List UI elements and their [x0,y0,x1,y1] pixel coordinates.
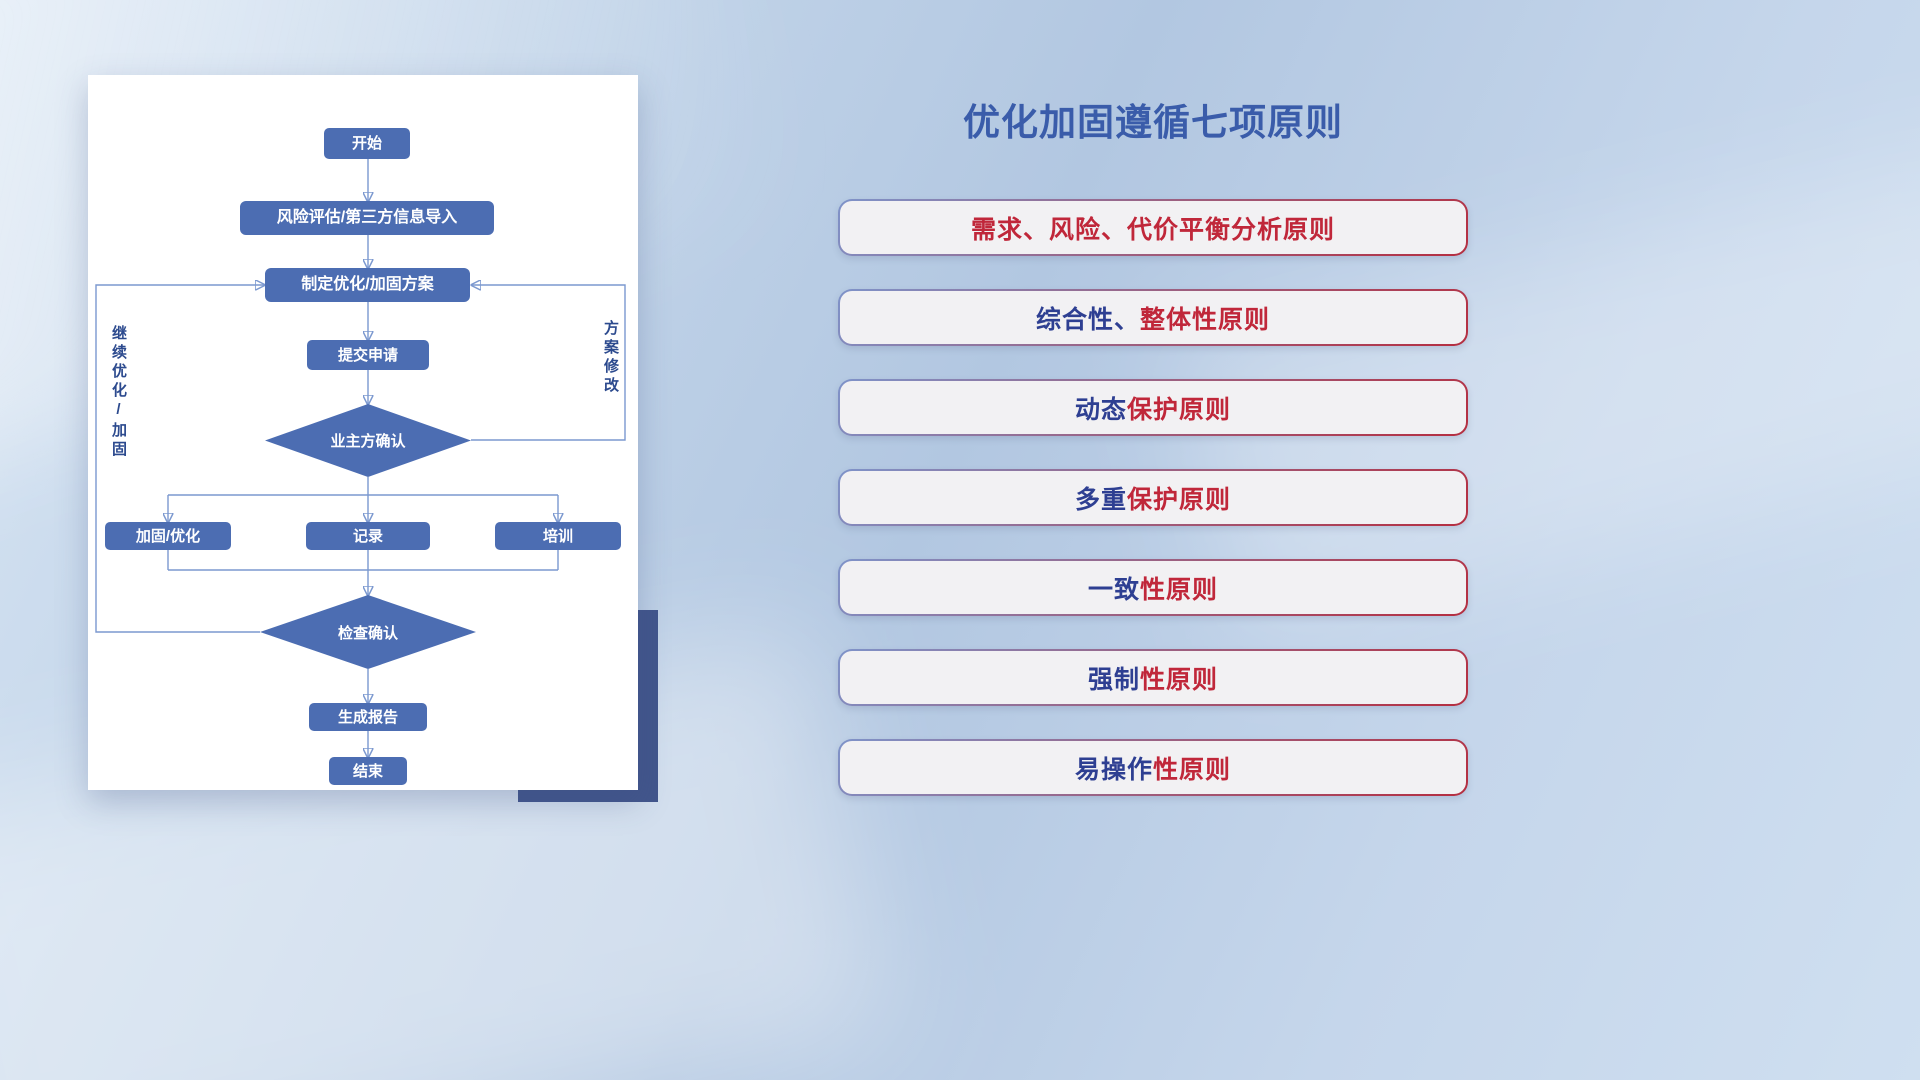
principle-item: 一致性原则 [838,559,1468,616]
principle-item: 动态保护原则 [838,379,1468,436]
principle-item: 多重保护原则 [838,469,1468,526]
principles-list: 需求、风险、代价平衡分析原则 综合性、整体性原则 动态保护原则 多重保护原则 一… [838,199,1468,796]
principle-rest-text: 保护原则 [1127,485,1232,514]
flowchart-node-submit: 提交申请 [307,340,429,370]
principle-item: 易操作性原则 [838,739,1468,796]
flowchart-node-end: 结束 [329,757,407,785]
principle-item: 需求、风险、代价平衡分析原则 [838,199,1468,256]
principle-lead-text: 综合性、 [1035,305,1140,334]
flowchart-node-record: 记录 [306,522,430,550]
principle-rest-text: 需求、风险、代价平衡分析原则 [970,215,1335,244]
principle-lead-text: 多重 [1074,485,1127,514]
principle-lead-text: 一致 [1087,575,1140,604]
flowchart-node-report: 生成报告 [309,703,427,731]
principle-rest-text: 性原则 [1153,755,1232,784]
flowchart-node-start: 开始 [324,128,410,159]
principle-rest-text: 性原则 [1140,665,1219,694]
principle-rest-text: 性原则 [1140,575,1219,604]
page-title: 优化加固遵循七项原则 [963,102,1343,143]
flowchart-connectors [95,159,626,790]
principle-lead-text: 易操作 [1074,755,1153,784]
flowchart-node-make-plan: 制定优化/加固方案 [265,268,470,302]
flowchart-card: 开始 风险评估/第三方信息导入 制定优化/加固方案 提交申请 业主方确认 加固/… [88,75,638,790]
principle-item: 强制性原则 [838,649,1468,706]
flowchart-node-reinforce: 加固/优化 [105,522,231,550]
flowchart-node-training: 培训 [495,522,621,550]
principle-lead-text: 动态 [1074,395,1127,424]
loop-label-continue-optimize: 继续优化/加固 [110,325,127,460]
principle-item: 综合性、整体性原则 [838,289,1468,346]
flowchart-node-risk-import: 风险评估/第三方信息导入 [240,201,494,235]
principle-rest-text: 保护原则 [1127,395,1232,424]
principle-lead-text: 强制 [1087,665,1140,694]
principle-rest-text: 整体性原则 [1140,305,1271,334]
loop-label-plan-revise: 方案修改 [602,320,619,396]
